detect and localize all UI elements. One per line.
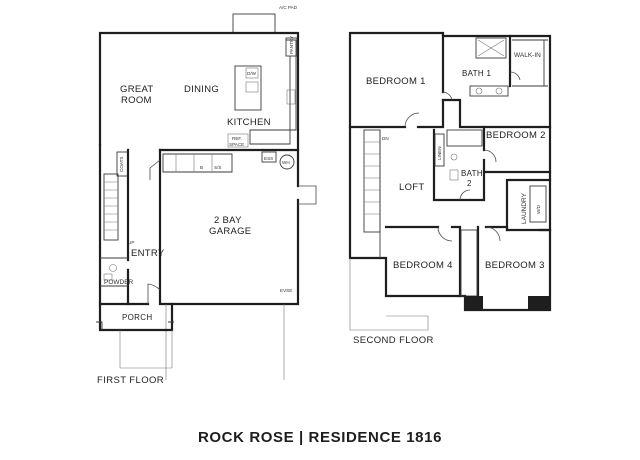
bedroom-2-label: BEDROOM 2 [486, 130, 546, 141]
closet-between-bedrooms [460, 229, 478, 297]
garage-side-door [298, 185, 317, 205]
garage-label-1: 2 BAY [214, 215, 242, 226]
powder-sink [103, 273, 113, 281]
first-floor-plan: A/C PAD COATS UP B S/S ESS WH EVSE [96, 5, 317, 386]
second-stair-treads [364, 141, 380, 215]
powder-label: POWDER [104, 279, 134, 286]
bedroom-4-walls [384, 225, 462, 298]
linen-label: LINEN [437, 146, 442, 160]
water-heater [279, 154, 295, 170]
wd-label: W/D [536, 204, 541, 214]
bath-1-sink-b [495, 87, 503, 95]
pantry [285, 37, 298, 57]
porch-label: PORCH [122, 313, 152, 322]
first-floor-outer-wall [98, 31, 300, 152]
bedroom-3-label: BEDROOM 3 [485, 260, 545, 271]
bedroom-4-door [437, 226, 453, 242]
plan-title: ROCK ROSE | RESIDENCE 1816 [198, 429, 442, 446]
stair-up-label: UP [128, 240, 134, 245]
dining-label: DINING [184, 84, 219, 95]
porch-walk [119, 330, 173, 369]
kitchen-back-counter [249, 39, 297, 145]
kitchen-island [234, 65, 262, 111]
porch-columns [96, 321, 174, 330]
bath-2-tub [446, 129, 483, 147]
range [286, 89, 296, 105]
garage-counter [162, 153, 233, 173]
ref-label-2: SPACE [229, 142, 244, 147]
garage-entry-door [149, 159, 161, 180]
bedroom-3-door [485, 226, 501, 242]
walk-in-label: WALK-IN [514, 52, 541, 59]
powder-room-walls [100, 257, 128, 287]
bath-1-vanity [469, 85, 509, 97]
ac-pad [232, 13, 276, 34]
bedroom-1-label: BEDROOM 1 [366, 76, 426, 87]
garage-label-2: GARAGE [209, 226, 251, 237]
dishwasher [245, 67, 259, 79]
lower-roof-line [349, 258, 429, 331]
bedroom-2-door [483, 149, 497, 163]
bath-1-walls [441, 34, 552, 129]
great-room-label-2: ROOM [121, 95, 152, 106]
bedroom-4-label: BEDROOM 4 [393, 260, 453, 271]
coats-label: COATS [119, 157, 124, 172]
dw-label: D/W [247, 71, 257, 76]
first-floor-label: FIRST FLOOR [97, 375, 164, 386]
washer-dryer [529, 185, 547, 223]
walk-in-door [509, 71, 521, 81]
entry-door-swing [147, 283, 161, 304]
first-floor-stair [103, 173, 119, 241]
ac-pad-label: A/C PAD [279, 5, 298, 10]
linen-closet [434, 133, 445, 167]
second-floor-label: SECOND FLOOR [353, 335, 434, 346]
bath-1-door [442, 91, 453, 101]
stair-dn-label: DN [382, 136, 389, 141]
ess-unit [261, 151, 277, 163]
bedroom-1-door [404, 112, 420, 128]
ess-label: ESS [264, 156, 273, 161]
powder-toilet [109, 264, 117, 272]
second-floor-stair [363, 129, 381, 233]
ref-label-1: REF. [232, 136, 242, 141]
garage-b-label: B [200, 165, 203, 170]
refrigerator-space [227, 133, 249, 148]
wh-label: WH [282, 160, 290, 165]
bath-2-label-1: BATH [461, 169, 483, 178]
bath-1-sink-a [475, 87, 483, 95]
stair-treads [104, 181, 118, 231]
garage-door-track [165, 304, 285, 380]
laundry-label: LAUNDRY [521, 192, 528, 224]
kitchen-sink [245, 81, 259, 93]
bath-1-label: BATH 1 [462, 69, 491, 78]
bedroom-3-walls [476, 225, 552, 298]
second-floor-plan: BEDROOM 1 BATH 1 WALK-IN BEDROOM 2 LINEN… [348, 31, 552, 346]
great-room-label-1: GREAT [120, 84, 154, 95]
loft-label: LOFT [399, 182, 424, 193]
porch-outline [98, 302, 174, 332]
evse-label: EVSE [280, 288, 292, 293]
pantry-label: PANTRY [289, 36, 294, 54]
kitchen-label: KITCHEN [227, 117, 271, 128]
bedroom-1-walls [348, 98, 445, 129]
bath-2-toilet [449, 169, 459, 181]
bath-2-label-2: 2 [467, 179, 472, 188]
bath-1-shower [475, 37, 507, 59]
bath-2-sink [450, 153, 458, 161]
garage-counter-divs [175, 154, 213, 172]
solid-wall-block-b [528, 296, 550, 310]
walk-in-closet [512, 39, 548, 87]
bath-2-walls [432, 128, 486, 202]
bath-1-tub-x [477, 39, 505, 57]
garage-walls [158, 148, 300, 306]
garage-ss-label: S/S [214, 165, 221, 170]
laundry-walls [505, 178, 552, 232]
bath-2-door [459, 189, 471, 201]
solid-wall-block-a [465, 296, 483, 310]
entry-label: ENTRY [131, 248, 165, 259]
